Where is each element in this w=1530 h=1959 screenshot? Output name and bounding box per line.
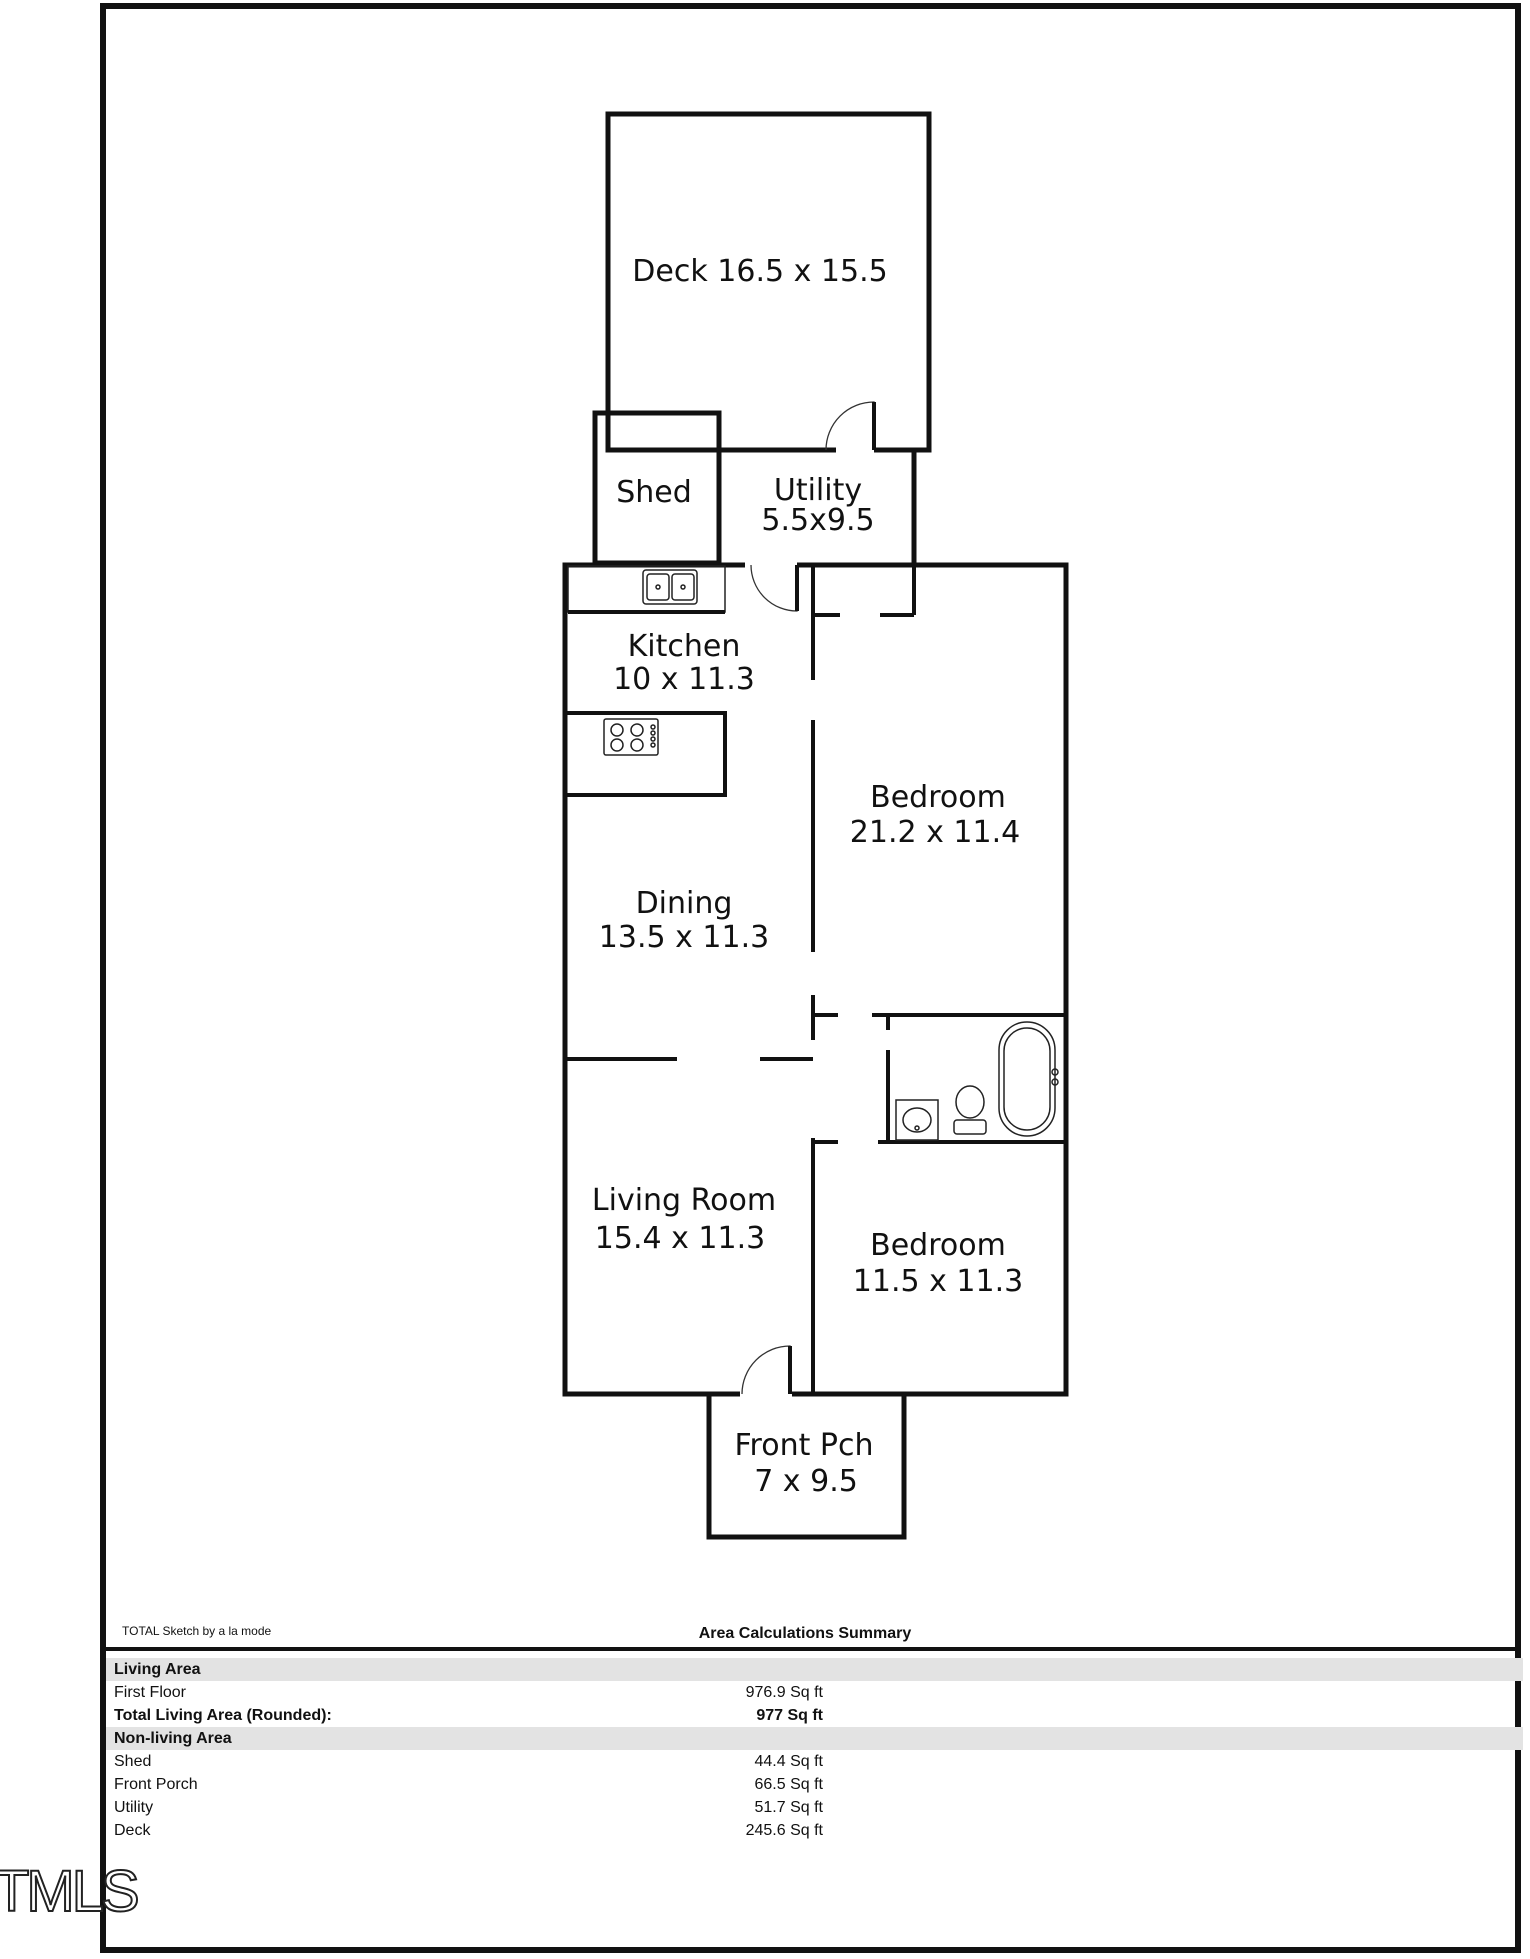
- table-row: Living Area: [106, 1658, 1523, 1681]
- sketch-credit: TOTAL Sketch by a la mode: [122, 1624, 272, 1638]
- double-sink-icon: [642, 569, 698, 605]
- bedroom1-label: Bedroom: [870, 780, 1006, 815]
- bath-sink-icon: [895, 1099, 939, 1141]
- shed-label: Shed: [616, 475, 692, 510]
- bedroom2-dims: 11.5 x 11.3: [853, 1264, 1023, 1299]
- front-porch-outline: [706, 1391, 907, 1540]
- area-summary-title: Area Calculations Summary: [698, 1625, 912, 1642]
- utility-outline: [716, 447, 917, 566]
- bedroom1-dims: 21.2 x 11.4: [850, 815, 1020, 850]
- kitchen-door-opening: [745, 561, 797, 569]
- sketch-frame: [100, 3, 1521, 1953]
- dining-label: Dining: [636, 886, 733, 921]
- island-counter: [567, 711, 727, 797]
- door-swing-icon: [750, 564, 799, 612]
- deck-label: Deck 16.5 x 15.5: [632, 254, 887, 289]
- door-swing-icon: [741, 1345, 792, 1395]
- living-dims: 15.4 x 11.3: [595, 1221, 765, 1256]
- floor-plan: Deck 16.5 x 15.5 Shed Utility 5.5x9.5 Ki…: [562, 111, 1069, 1540]
- table-row: Non-living Area: [106, 1727, 1523, 1750]
- door-swing-icon: [825, 401, 876, 451]
- summary-divider: [106, 1647, 1515, 1651]
- utility-label: Utility: [774, 473, 862, 508]
- bathtub-icon: [998, 1021, 1059, 1137]
- kitchen-dims: 10 x 11.3: [613, 662, 755, 697]
- front-door-opening: [740, 1390, 792, 1398]
- living-label: Living Room: [592, 1183, 776, 1218]
- front-porch-dims: 7 x 9.5: [754, 1464, 858, 1499]
- bedroom2-label: Bedroom: [870, 1228, 1006, 1263]
- kitchen-label: Kitchen: [628, 629, 741, 664]
- dining-dims: 13.5 x 11.3: [599, 920, 769, 955]
- table-row: Total Living Area (Rounded):977 Sq ft: [114, 1707, 823, 1724]
- tmls-logo: TMLS: [0, 1858, 141, 1925]
- deck-door-opening: [836, 447, 874, 455]
- toilet-icon: [953, 1085, 987, 1135]
- front-porch-label: Front Pch: [734, 1428, 873, 1463]
- utility-dims: 5.5x9.5: [761, 503, 874, 538]
- cooktop-icon: [603, 718, 659, 756]
